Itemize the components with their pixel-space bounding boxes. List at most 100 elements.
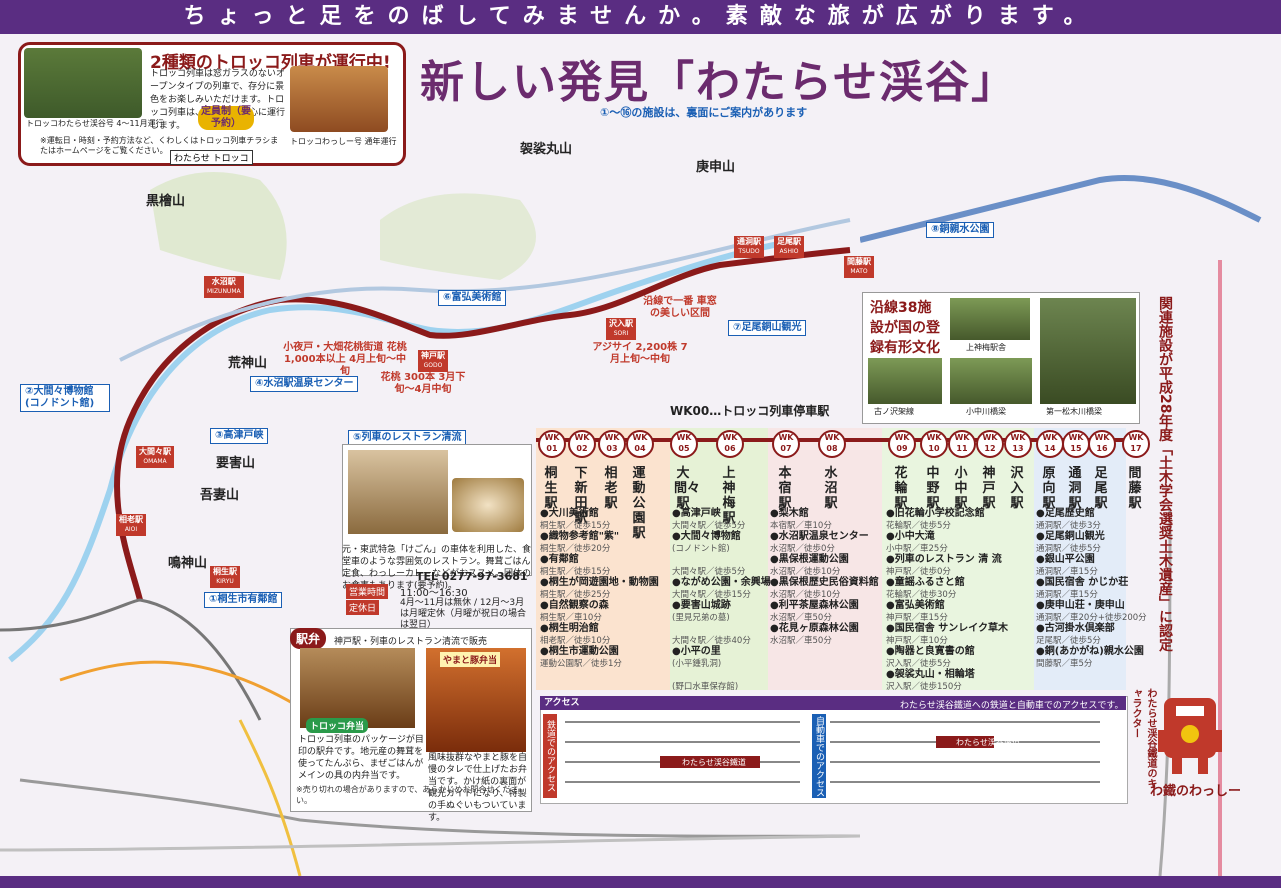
spot-distance: 神戸駅／車15分 <box>886 613 948 623</box>
restaurant-food-photo <box>452 478 524 532</box>
caption-furunosawa: 古ノ沢架線 <box>874 407 914 416</box>
spot-distance: 本宿駅／車10分 <box>770 521 832 531</box>
photo-kamikambai <box>950 298 1030 340</box>
spot-distance: 大間々駅／徒歩5分 <box>672 521 746 531</box>
spot-item: ●陶器と良寛書の館沢入駅／徒歩5分 <box>886 646 975 670</box>
hours-label: 営業時間 <box>346 584 389 599</box>
spot-distance: 大間々駅／徒歩40分 <box>672 636 751 646</box>
spot-item: (野口水車保存館) <box>672 669 738 693</box>
route-map <box>0 172 860 876</box>
station-shimoshinden: 下新田駅 <box>574 466 588 526</box>
access-wk-line-2: わたらせ渓谷鐵道 <box>956 738 1020 747</box>
wk-stop-14: WK 14 <box>1036 430 1064 458</box>
spot-item: ●高津戸峡大間々駅／徒歩5分 <box>672 508 745 532</box>
spot-name: ●足尾歴史館 <box>1036 508 1095 519</box>
wk-stop-03: WK 03 <box>598 430 626 458</box>
spot-item: ●袈裟丸山・相輪塔沢入駅／徒歩150分 <box>886 669 975 693</box>
wk-stop-10: WK 10 <box>920 430 948 458</box>
wasshi-mascot-icon <box>1158 698 1222 774</box>
spot-name: ●黒保根運動公園 <box>770 554 849 565</box>
reservation-badge: 定員制（要予約） <box>198 106 254 130</box>
spot-item: ●黒保根歴史民俗資料館水沼駅／徒歩10分 <box>770 577 879 601</box>
station-ashio: 足尾駅 <box>1094 466 1108 511</box>
trolley-bento-label: トロッコ弁当 <box>306 718 369 733</box>
spot-distance: (里見兄弟の墓) <box>672 613 730 623</box>
ekiben-badge: 駅弁 <box>290 628 327 649</box>
station-tsudo: 通洞駅 <box>1068 466 1082 511</box>
spot-distance: 間藤駅／車5分 <box>1036 659 1093 669</box>
spot-distance: 大間々駅／徒歩15分 <box>672 590 751 600</box>
spot-item: ●花見ヶ原森林公園水沼駅／車50分 <box>770 623 859 647</box>
spot-distance: 桐生駅／徒歩15分 <box>540 521 611 531</box>
spot-item: ●国民宿舎 サンレイク草木神戸駅／車10分 <box>886 623 1008 647</box>
facility-tomihiro[interactable]: ⑥富弘美術館 <box>438 290 507 306</box>
spot-item: ●ながめ公園・余興場大間々駅／徒歩15分 <box>672 577 771 601</box>
wk-stop-12: WK 12 <box>976 430 1004 458</box>
spot-item: ●水沼駅温泉センター水沼駅／徒歩0分 <box>770 531 869 555</box>
facility-yurinkan[interactable]: ①桐生市有鄰館 <box>204 592 283 608</box>
spot-name: ●古河掛水倶楽部 <box>1036 623 1115 634</box>
top-banner: ちょっと足をのばしてみませんか。素敵な旅が広がります。 <box>0 0 1281 34</box>
photo-matsukigawa <box>1040 298 1136 404</box>
spot-item: ●要害山城跡(里見兄弟の墓) <box>672 600 731 624</box>
station-kiryu: 桐生駅 <box>544 466 558 511</box>
spot-name: ●大川美術館 <box>540 508 599 519</box>
spot-distance: 通洞駅／車15分 <box>1036 567 1098 577</box>
station-sori: 沢入駅 <box>1010 466 1024 511</box>
mountain-area <box>380 193 536 280</box>
facility-omama-museum[interactable]: ②大間々博物館(コノドント館) <box>20 384 110 412</box>
caption-kamikambai: 上神梅駅舎 <box>966 343 1006 352</box>
facility-ashio-copper[interactable]: ⑦足尾銅山観光 <box>728 320 807 336</box>
wk-stop-13: WK 13 <box>1004 430 1032 458</box>
spot-distance: 桐生駅／徒歩25分 <box>540 590 611 600</box>
wk-stop-05: WK 05 <box>670 430 698 458</box>
access-wk-line-1: わたらせ渓谷鐵道 <box>682 758 746 767</box>
cultural-property-title: 沿線38施設が国の登録有形文化財 <box>870 300 940 376</box>
spot-name: ●袈裟丸山・相輪塔 <box>886 669 975 680</box>
facility-akagane-park[interactable]: ⑧銅親水公園 <box>926 222 995 238</box>
mountain-kojin: 荒神山 <box>228 356 268 371</box>
spot-name: ●小中大滝 <box>886 531 935 542</box>
wk-stop-11: WK 11 <box>948 430 976 458</box>
spot-name: ●有鄰館 <box>540 554 579 565</box>
spot-distance: 沢入駅／徒歩5分 <box>886 659 951 669</box>
mascot-name: わ鐵のわっしー <box>1150 784 1242 799</box>
spot-distance: 沢入駅／徒歩150分 <box>886 682 962 692</box>
spot-name: ●織物参考館"紫" <box>540 531 620 542</box>
station-aioi: 相老駅 <box>604 466 618 511</box>
spot-name: ●富弘美術館 <box>886 600 945 611</box>
spot-distance: 足尾駅／徒歩5分 <box>1036 636 1101 646</box>
spot-name: ●列車のレストラン 清 流 <box>886 554 1002 565</box>
car-access-label: 自動車でのアクセス <box>812 714 826 798</box>
restaurant-description: 元・東武特急「けごん」の車体を利用した、食堂車のような雰囲気のレストラン。舞茸ご… <box>342 545 532 591</box>
spot-name: ●高津戸峡 <box>672 508 721 519</box>
sori-scenic-note: 沿線で一番 車窓の美しい区間 <box>643 296 717 319</box>
spot-distance: 通洞駅／車15分 <box>1036 590 1098 600</box>
spot-distance: (コノドント館) <box>672 544 730 554</box>
kanbara-hanamomo-note: 小夜戸・大畑花桃街道 花桃 1,000本以上 4月上旬～中旬 <box>283 342 407 377</box>
caption-konakagawa: 小中川橋梁 <box>966 407 1006 416</box>
spot-name: ●桐生明治館 <box>540 623 599 634</box>
facility-takatsudo[interactable]: ③高津戸峡 <box>210 428 269 444</box>
mountain-kurobi: 黒檜山 <box>146 194 186 209</box>
photo-furunosawa <box>868 358 942 404</box>
spot-item: ●童謡ふるさと館花輪駅／徒歩30分 <box>886 577 965 601</box>
station-omama: 大間々駅 <box>674 466 701 511</box>
spot-distance: 桐生駅／徒歩15分 <box>540 567 611 577</box>
spot-distance: 水沼駅／徒歩0分 <box>770 544 835 554</box>
ekiben-header: 神戸駅・列車のレストラン清流で販売 <box>334 637 488 647</box>
spot-name: ●桐生市運動公園 <box>540 646 619 657</box>
spot-item: ●有鄰館桐生駅／徒歩15分 <box>540 554 610 578</box>
facility-mizunuma-onsen[interactable]: ④水沼駅温泉センター <box>250 376 359 392</box>
ekiben-note: ※売り切れの場合がありますので、あらかじめお問合せください。 <box>296 785 519 805</box>
search-box[interactable]: わたらせ トロッコ <box>170 150 253 165</box>
